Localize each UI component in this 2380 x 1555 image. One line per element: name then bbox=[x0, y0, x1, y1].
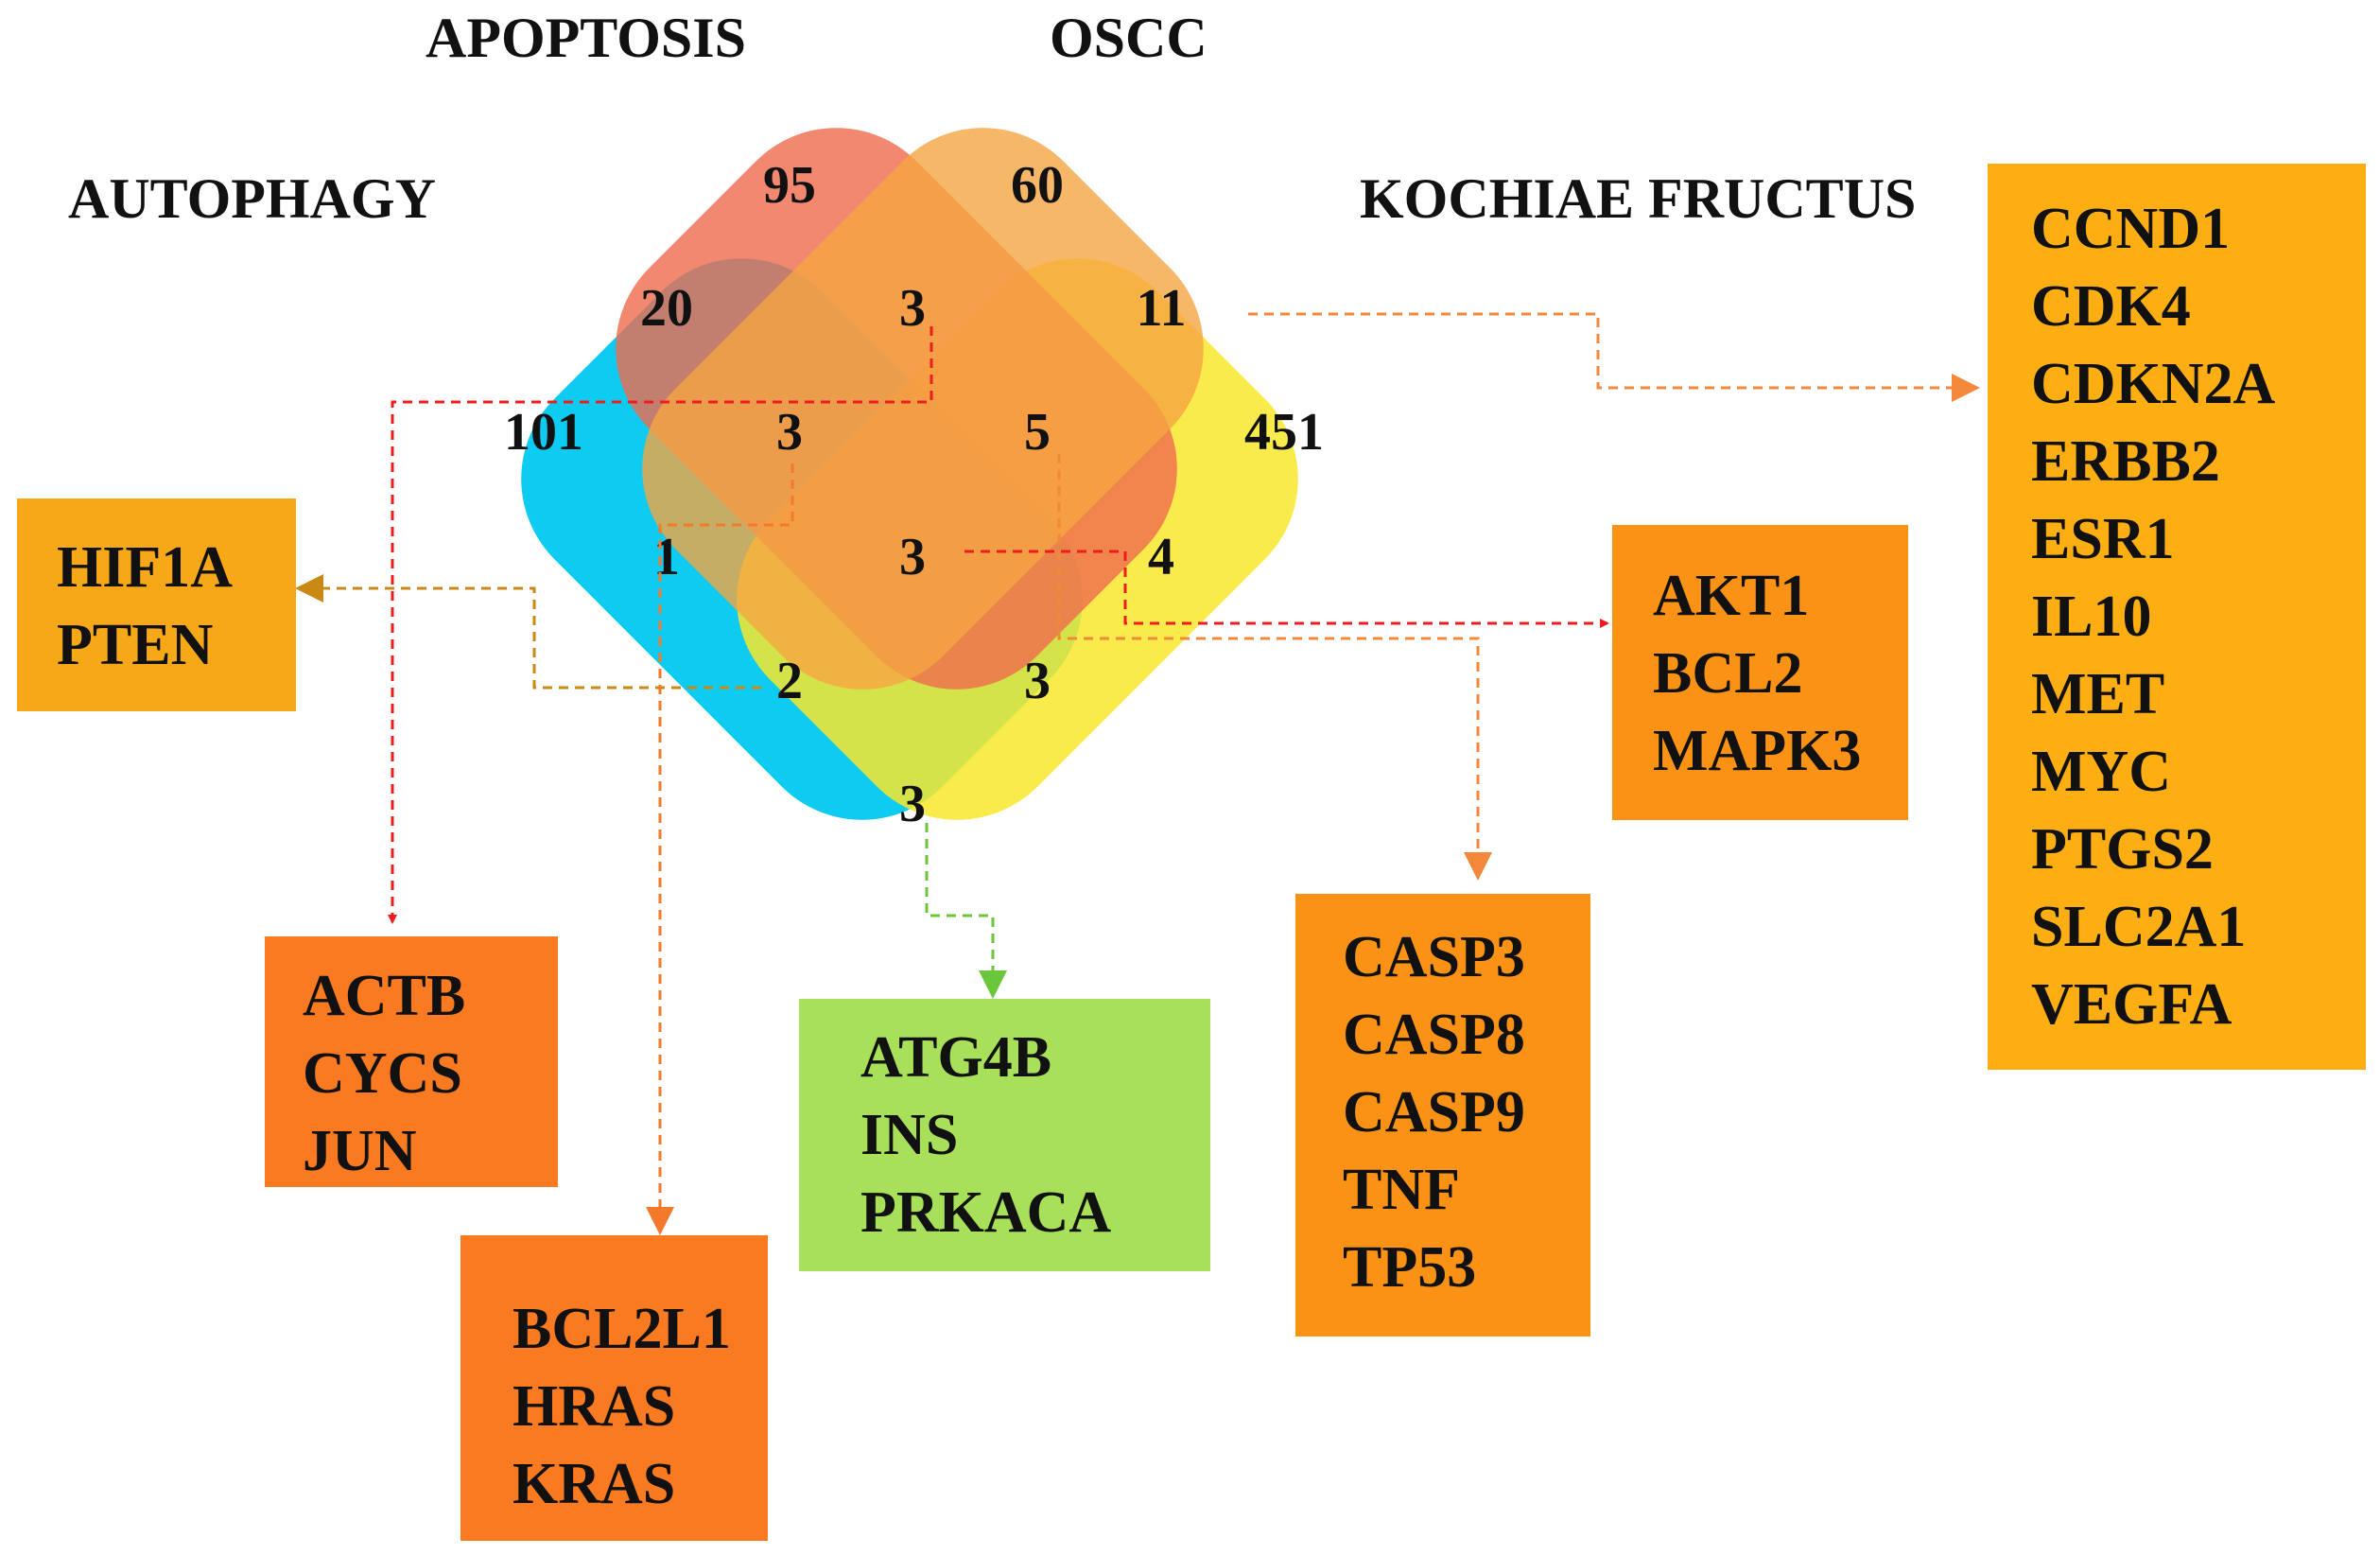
gene-label: CDKN2A bbox=[2031, 352, 2276, 416]
set-label-autophagy: AUTOPHAGY bbox=[68, 167, 436, 230]
count-all-four: 3 bbox=[899, 528, 926, 586]
gene-label: KRAS bbox=[512, 1452, 675, 1516]
gene-label: BCL2L1 bbox=[512, 1297, 731, 1361]
gene-box-casp-bg bbox=[1295, 894, 1590, 1337]
count-apo-oscc-koc: 5 bbox=[1024, 403, 1051, 462]
count-apo-koc: 4 bbox=[1148, 528, 1174, 586]
gene-box-akt1: AKT1 BCL2 MAPK3 bbox=[1612, 525, 1908, 820]
gene-label: HIF1A bbox=[57, 535, 233, 600]
gene-box-ccnd1-bg bbox=[1988, 164, 2366, 1070]
connector-aut-koc-to-atg4b bbox=[925, 823, 1007, 999]
count-aut-oscc: 1 bbox=[653, 528, 680, 586]
connector-apo-oscc-koc-to-casp bbox=[1057, 454, 1492, 881]
gene-label: IL10 bbox=[2031, 585, 2151, 649]
count-oscc-only: 60 bbox=[1011, 156, 1064, 215]
connector-aut-oscc-koc-to-hif1a bbox=[295, 574, 761, 690]
gene-label: MAPK3 bbox=[1653, 719, 1861, 783]
gene-label: CDK4 bbox=[2031, 274, 2191, 339]
gene-label: TNF bbox=[1343, 1158, 1460, 1222]
gene-label: SLC2A1 bbox=[2031, 895, 2246, 959]
gene-label: ACTB bbox=[303, 964, 465, 1028]
gene-box-hif1a: HIF1A PTEN bbox=[17, 498, 296, 711]
connector-oscc-koc-to-ccnd1 bbox=[1248, 312, 1980, 402]
gene-label: CYCS bbox=[303, 1041, 462, 1106]
gene-label: PRKACA bbox=[860, 1180, 1111, 1245]
set-label-apoptosis: APOPTOSIS bbox=[426, 7, 746, 69]
count-kochiae-only: 451 bbox=[1244, 403, 1324, 462]
count-aut-apo-koc: 3 bbox=[1024, 652, 1051, 710]
gene-box-bcl2l1: BCL2L1 HRAS KRAS bbox=[460, 1235, 768, 1541]
connector-aut-apo-oscc-to-actb bbox=[388, 326, 933, 924]
venn-shapes bbox=[521, 128, 1298, 820]
gene-label: HRAS bbox=[512, 1374, 675, 1439]
count-autophagy-only: 101 bbox=[504, 403, 583, 462]
region-counts: 95 60 20 3 11 101 3 5 451 1 3 4 2 3 3 bbox=[504, 156, 1324, 833]
gene-label: PTGS2 bbox=[2031, 817, 2214, 882]
gene-label: AKT1 bbox=[1653, 564, 1809, 628]
gene-label: CASP8 bbox=[1343, 1003, 1525, 1067]
gene-label: INS bbox=[860, 1103, 958, 1167]
gene-label: JUN bbox=[303, 1119, 417, 1183]
gene-label: BCL2 bbox=[1653, 641, 1802, 706]
gene-label: TP53 bbox=[1343, 1235, 1476, 1300]
gene-label: ATG4B bbox=[860, 1025, 1051, 1090]
gene-label: VEGFA bbox=[2031, 972, 2232, 1037]
gene-box-hif1a-bg bbox=[17, 498, 296, 711]
count-apo-oscc: 3 bbox=[899, 279, 926, 338]
connector-lines bbox=[295, 312, 1980, 1235]
gene-box-actb-bg bbox=[265, 936, 558, 1187]
gene-box-akt1-bg bbox=[1612, 525, 1908, 820]
gene-label: ESR1 bbox=[2031, 507, 2175, 571]
gene-box-atg4b-bg bbox=[799, 999, 1210, 1271]
count-aut-oscc-koc: 2 bbox=[776, 652, 803, 710]
gene-label: MET bbox=[2031, 662, 2164, 726]
count-aut-koc: 3 bbox=[899, 775, 926, 833]
count-oscc-koc: 11 bbox=[1137, 279, 1187, 338]
gene-box-actb: ACTB CYCS JUN bbox=[265, 936, 558, 1187]
set-oscc-shape bbox=[642, 128, 1204, 690]
gene-box-bcl2l1-bg bbox=[460, 1235, 768, 1541]
gene-label: CASP9 bbox=[1343, 1080, 1525, 1144]
gene-box-ccnd1: CCND1 CDK4 CDKN2A ERBB2 ESR1 IL10 MET MY… bbox=[1988, 164, 2366, 1070]
gene-label: CCND1 bbox=[2031, 197, 2230, 261]
gene-label: MYC bbox=[2031, 740, 2171, 804]
set-label-kochiae: KOCHIAE FRUCTUS bbox=[1360, 167, 1916, 230]
connector-all-four-to-akt1 bbox=[964, 550, 1609, 628]
set-label-oscc: OSCC bbox=[1050, 7, 1207, 69]
count-apoptosis-only: 95 bbox=[763, 156, 816, 215]
gene-box-casp: CASP3 CASP8 CASP9 TNF TP53 bbox=[1295, 894, 1590, 1337]
count-aut-apo: 20 bbox=[640, 279, 693, 338]
gene-label: ERBB2 bbox=[2031, 429, 2220, 494]
gene-label: CASP3 bbox=[1343, 925, 1525, 989]
count-aut-apo-oscc: 3 bbox=[776, 403, 803, 462]
gene-label: PTEN bbox=[57, 613, 213, 677]
gene-box-atg4b: ATG4B INS PRKACA bbox=[799, 999, 1210, 1271]
